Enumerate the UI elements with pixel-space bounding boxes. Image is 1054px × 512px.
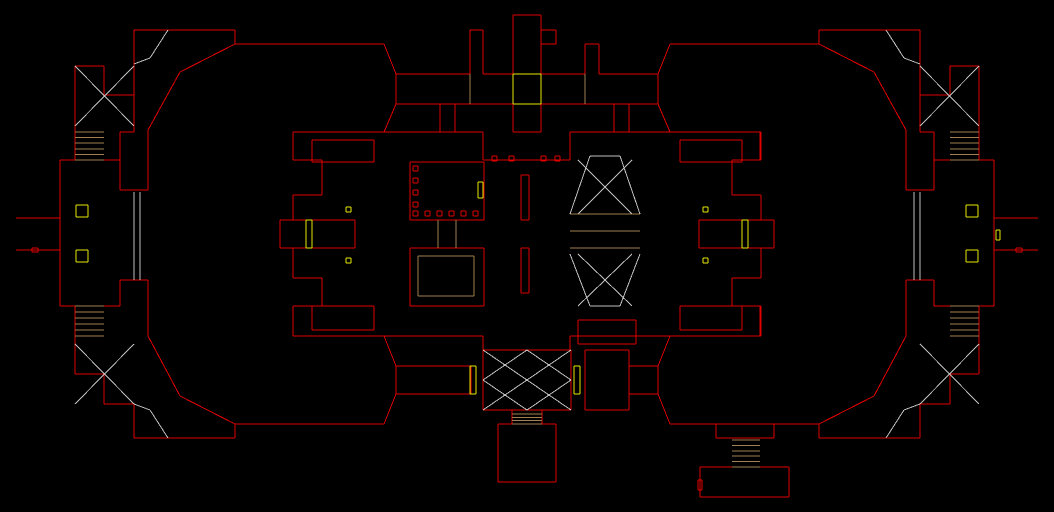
floor-line	[482, 379, 528, 411]
wall-line	[383, 393, 397, 425]
wall-line	[179, 395, 236, 425]
wall-line	[657, 103, 671, 133]
floor-line	[526, 379, 572, 411]
floor-line	[919, 65, 980, 127]
wall-line	[147, 335, 181, 397]
door-lines	[75, 73, 1001, 395]
floor-line	[482, 349, 572, 411]
floor-line	[919, 343, 980, 405]
floor-line	[885, 409, 905, 439]
wall-line	[179, 43, 236, 73]
floor-line	[133, 57, 151, 65]
wall-lines	[16, 14, 1038, 498]
step-lines	[75, 131, 979, 468]
floor-line	[885, 29, 905, 59]
wall-line	[657, 393, 671, 425]
floor-line	[482, 349, 528, 381]
floor-line	[526, 349, 572, 381]
floor-line	[903, 403, 921, 411]
floor-line	[74, 65, 135, 127]
floor-line	[149, 29, 169, 59]
floor-line	[133, 403, 151, 411]
wall-line	[818, 395, 875, 425]
floor-line	[149, 409, 169, 439]
wall-line	[657, 335, 671, 367]
wall-line	[818, 43, 875, 73]
floor-line	[577, 253, 633, 307]
wall-line	[383, 335, 397, 367]
wall-line	[147, 71, 181, 131]
wall-line	[383, 103, 397, 133]
floor-line	[903, 57, 921, 65]
floor-line	[74, 343, 135, 405]
wall-line	[657, 43, 671, 75]
floor-line	[569, 155, 591, 215]
floor-lines	[74, 29, 980, 439]
wall-line	[873, 335, 907, 397]
wall-line	[383, 43, 397, 75]
floor-line	[577, 159, 633, 215]
wall-line	[873, 71, 907, 131]
floor-line	[619, 155, 641, 215]
